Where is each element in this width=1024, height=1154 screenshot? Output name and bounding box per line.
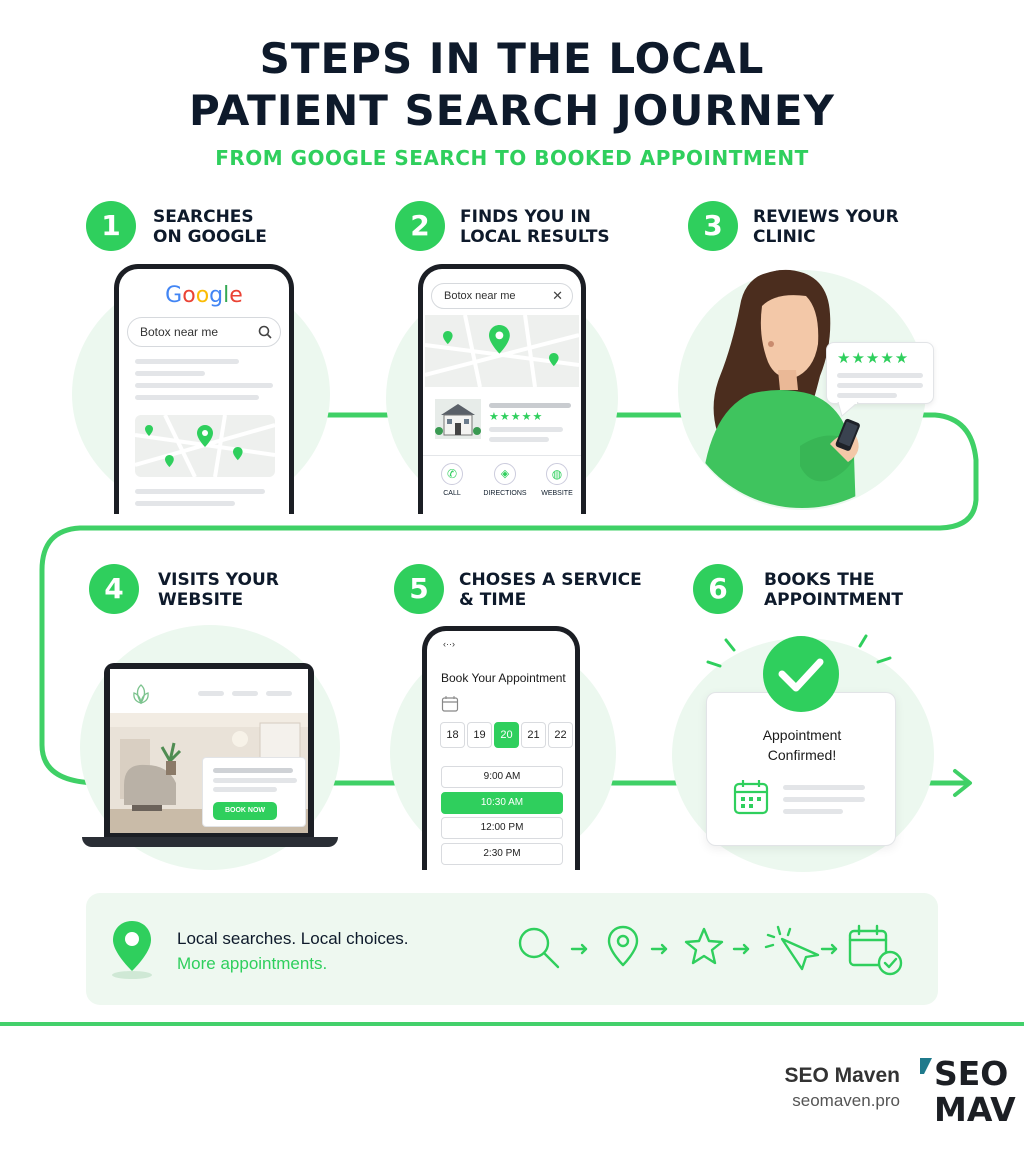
step2-number: 2 (395, 201, 445, 251)
brand-url[interactable]: seomaven.pro (792, 1091, 900, 1110)
search-icon (258, 325, 272, 339)
result-line (135, 395, 259, 400)
clinic-building-icon (435, 399, 481, 439)
listing-title-line (489, 403, 571, 408)
logo-mark-icon (920, 1058, 932, 1074)
banner-line-2: More appointments. (177, 954, 328, 973)
time-slot[interactable]: 2:30 PM (441, 843, 563, 865)
directions-action[interactable]: ◈ DIRECTIONS (480, 463, 530, 497)
laptop-screen: BOOK NOW (110, 669, 308, 833)
date-option[interactable]: 18 (440, 722, 465, 748)
result-line (135, 489, 265, 494)
close-icon[interactable]: ✕ (552, 288, 563, 303)
time-slot-selected[interactable]: 10:30 AM (441, 792, 563, 814)
directions-icon: ◈ (494, 463, 516, 485)
review-bubble: ★★★★★ (826, 342, 934, 404)
back-icon[interactable]: ‹··› (443, 639, 455, 649)
laptop-base (82, 837, 338, 847)
date-option[interactable]: 22 (548, 722, 573, 748)
google-logo: Google (165, 283, 243, 308)
nav-link[interactable] (232, 691, 258, 696)
date-option-selected[interactable]: 20 (494, 722, 519, 748)
calendar-icon (441, 696, 459, 712)
footer-divider (0, 1022, 1024, 1026)
result-line (135, 383, 273, 388)
woman-with-phone-illustration (700, 269, 860, 508)
call-action[interactable]: ✆ CALL (437, 463, 467, 497)
nav-link[interactable] (266, 691, 292, 696)
time-slot[interactable]: 12:00 PM (441, 817, 563, 839)
brand-logo: SEO MAV (920, 1056, 1024, 1130)
booking-card: BOOK NOW (202, 757, 306, 827)
date-option[interactable]: 21 (521, 722, 546, 748)
globe-icon: ◍ (546, 463, 568, 485)
phone-icon: ✆ (441, 463, 463, 485)
step6-number: 6 (693, 564, 743, 614)
local-map[interactable] (425, 315, 579, 387)
listing-line (489, 437, 549, 442)
title-line-1: STEPS IN THE LOCAL (259, 34, 765, 83)
step5-number: 5 (394, 564, 444, 614)
review-stars: ★★★★★ (837, 350, 910, 367)
subtitle: FROM GOOGLE SEARCH TO BOOKED APPOINTMENT (215, 146, 809, 170)
step1-number: 1 (86, 201, 136, 251)
arrow-icon (650, 943, 668, 955)
listing-stars: ★★★★★ (489, 411, 544, 423)
leaf-logo-icon (133, 684, 149, 705)
search-icon (518, 927, 560, 969)
phone-local-results: Botox near me ✕ ★★★★★ ✆ CALL ◈ DIRECTION… (418, 264, 586, 514)
summary-banner: Local searches. Local choices. More appo… (86, 893, 938, 1005)
calendar-check-icon (848, 924, 903, 976)
arrow-icon (732, 943, 750, 955)
date-option[interactable]: 19 (467, 722, 492, 748)
arrow-icon (570, 943, 588, 955)
title-line-2: PATIENT SEARCH JOURNEY (189, 86, 835, 135)
pin-icon (607, 925, 639, 967)
result-line (135, 371, 205, 376)
calendar-icon (733, 780, 769, 815)
step3-number: 3 (688, 201, 738, 251)
local-search-input[interactable]: Botox near me ✕ (431, 283, 573, 309)
phone-google-search: Google Botox near me (114, 264, 294, 514)
phone-booking: ‹··› Book Your Appointment 18 19 20 21 2… (422, 626, 580, 870)
result-line (135, 501, 235, 506)
star-icon (684, 927, 724, 965)
map-preview (135, 415, 275, 477)
time-slot[interactable]: 9:00 AM (441, 766, 563, 788)
bubble-tail (837, 402, 859, 417)
laptop: BOOK NOW (104, 663, 314, 839)
google-search-input[interactable]: Botox near me (127, 317, 281, 347)
banner-icon-row (518, 924, 903, 976)
location-pin-icon (112, 921, 152, 979)
brand-name: SEO Maven (784, 1064, 900, 1087)
banner-line-1: Local searches. Local choices. (177, 929, 409, 948)
book-now-button[interactable]: BOOK NOW (213, 802, 277, 820)
nav-link[interactable] (198, 691, 224, 696)
result-line (135, 359, 239, 364)
website-action[interactable]: ◍ WEBSITE (537, 463, 577, 497)
booking-title: Book Your Appointment (441, 671, 566, 685)
arrow-icon (820, 943, 838, 955)
success-check-icon (706, 634, 892, 712)
step4-number: 4 (89, 564, 139, 614)
listing-line (489, 427, 563, 432)
step5-label: CHOSES A SERVICE& TIME (459, 570, 642, 610)
click-icon (764, 925, 820, 971)
